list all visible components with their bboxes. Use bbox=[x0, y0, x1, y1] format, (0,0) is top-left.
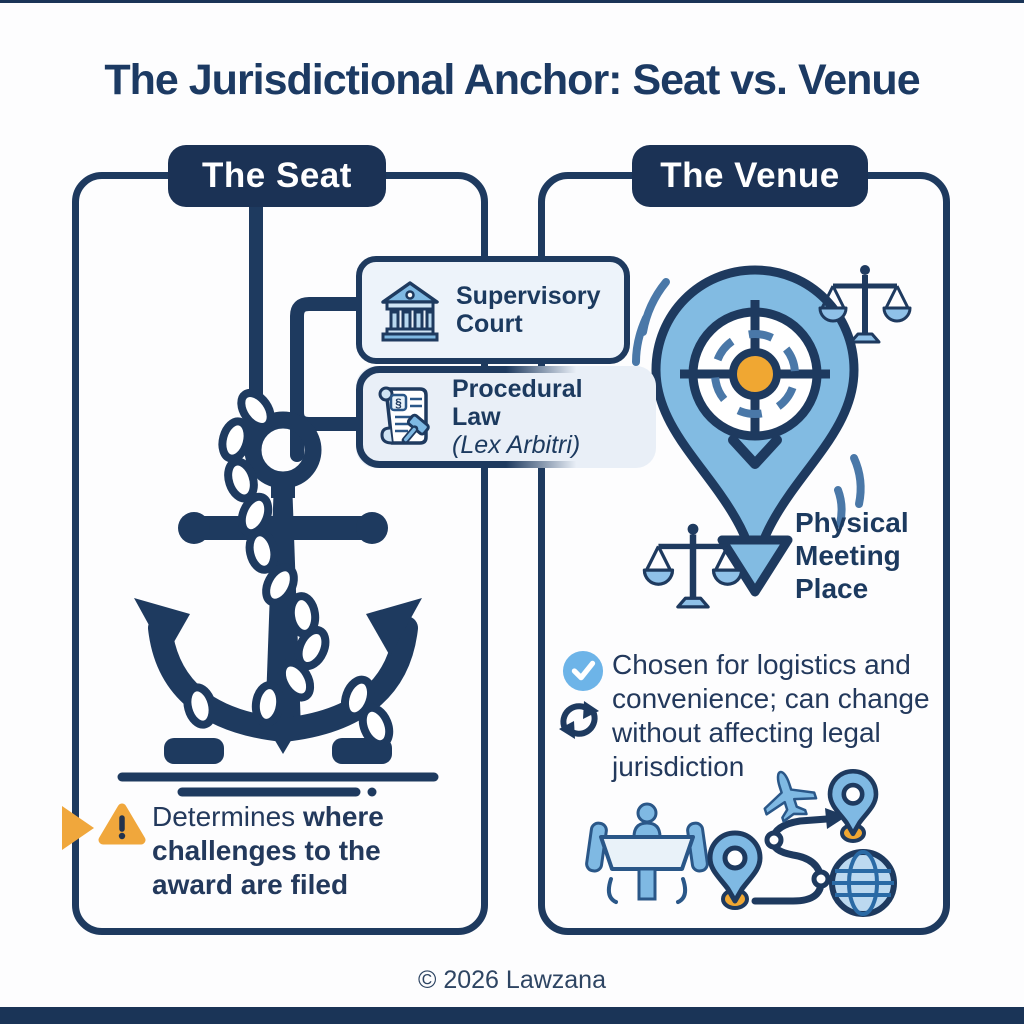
warning-prefix: Determines bbox=[152, 801, 303, 832]
venue-header-label: The Venue bbox=[660, 156, 840, 195]
courthouse-icon bbox=[381, 281, 439, 342]
anchor-chain-icon bbox=[117, 388, 439, 797]
edge-arrow-icon bbox=[62, 806, 94, 850]
motion-dashes bbox=[632, 278, 865, 528]
seat-warning-text: Determines where challenges to the award… bbox=[152, 800, 416, 902]
location-pin-icon bbox=[710, 833, 760, 901]
airplane-icon bbox=[763, 770, 818, 823]
chain-links bbox=[183, 388, 394, 749]
scroll-gavel-icon: § bbox=[378, 386, 430, 445]
page-title: The Jurisdictional Anchor: Seat vs. Venu… bbox=[104, 56, 920, 104]
top-border-line bbox=[0, 0, 1024, 3]
check-circle-icon bbox=[562, 650, 604, 692]
meeting-table-icon bbox=[585, 802, 709, 904]
warning-emphasis: where challenges to the award are filed bbox=[152, 801, 384, 901]
supervisory-court-label: Supervisory Court bbox=[456, 282, 601, 338]
logistics-illustration bbox=[585, 763, 897, 917]
procedural-law-subtitle: (Lex Arbitri) bbox=[452, 431, 581, 459]
procedural-law-label: Procedural Law (Lex Arbitri) bbox=[452, 375, 622, 459]
section-symbol: § bbox=[395, 396, 402, 410]
physical-meeting-place-label: Physical Meeting Place bbox=[795, 507, 909, 605]
sync-arrows-icon bbox=[559, 701, 599, 739]
globe-icon bbox=[829, 849, 897, 917]
procedural-law-box: § Procedural Law (Lex Arbitri) bbox=[356, 366, 656, 468]
supervisory-court-box: Supervisory Court bbox=[356, 256, 630, 364]
seat-header-badge: The Seat bbox=[168, 145, 386, 207]
bottom-border-bar bbox=[0, 1007, 1024, 1024]
location-pin-target-icon bbox=[651, 265, 859, 597]
route-path-icon bbox=[751, 808, 847, 905]
seat-header-label: The Seat bbox=[202, 156, 352, 195]
venue-header-badge: The Venue bbox=[632, 145, 868, 207]
warning-triangle-icon bbox=[98, 803, 146, 845]
procedural-law-title: Procedural Law bbox=[452, 375, 583, 431]
copyright-text: © 2026 Lawzana bbox=[417, 966, 606, 994]
venue-illustration bbox=[632, 242, 960, 642]
venue-note-text: Chosen for logistics and convenience; ca… bbox=[612, 649, 930, 783]
